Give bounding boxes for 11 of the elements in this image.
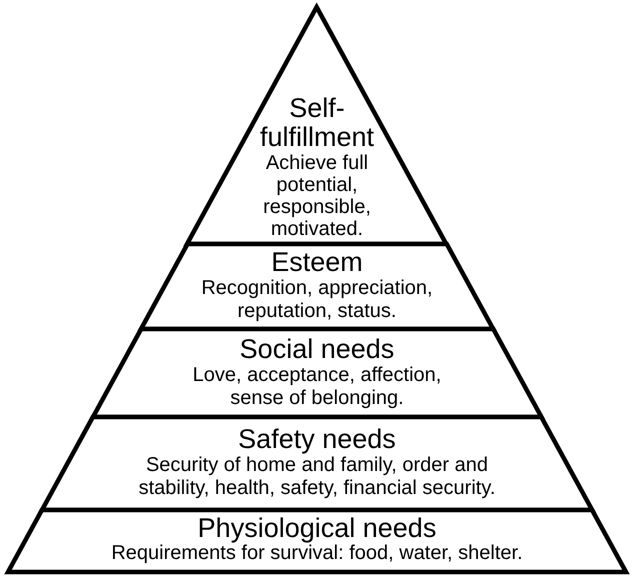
level-title: Physiological needs — [197, 514, 437, 542]
level-title: Safety needs — [237, 424, 396, 454]
level-title: Self-fulfillment — [258, 94, 375, 152]
level-description: Recognition, appreciation, reputation, status. — [200, 277, 434, 323]
pyramid-level — [3, 505, 631, 577]
level-description: Achieve full potential, responsible, motivated. — [262, 152, 372, 240]
level-description: Security of home and family, order and stability, health, safety, financial security. — [138, 454, 496, 500]
level-description: Requirements for survival: food, water, shelter. — [110, 542, 524, 565]
level-description: Love, acceptance, affection, sense of belonging. — [192, 364, 442, 410]
level-title: Social needs — [238, 334, 395, 364]
level-title: Esteem — [270, 247, 364, 277]
